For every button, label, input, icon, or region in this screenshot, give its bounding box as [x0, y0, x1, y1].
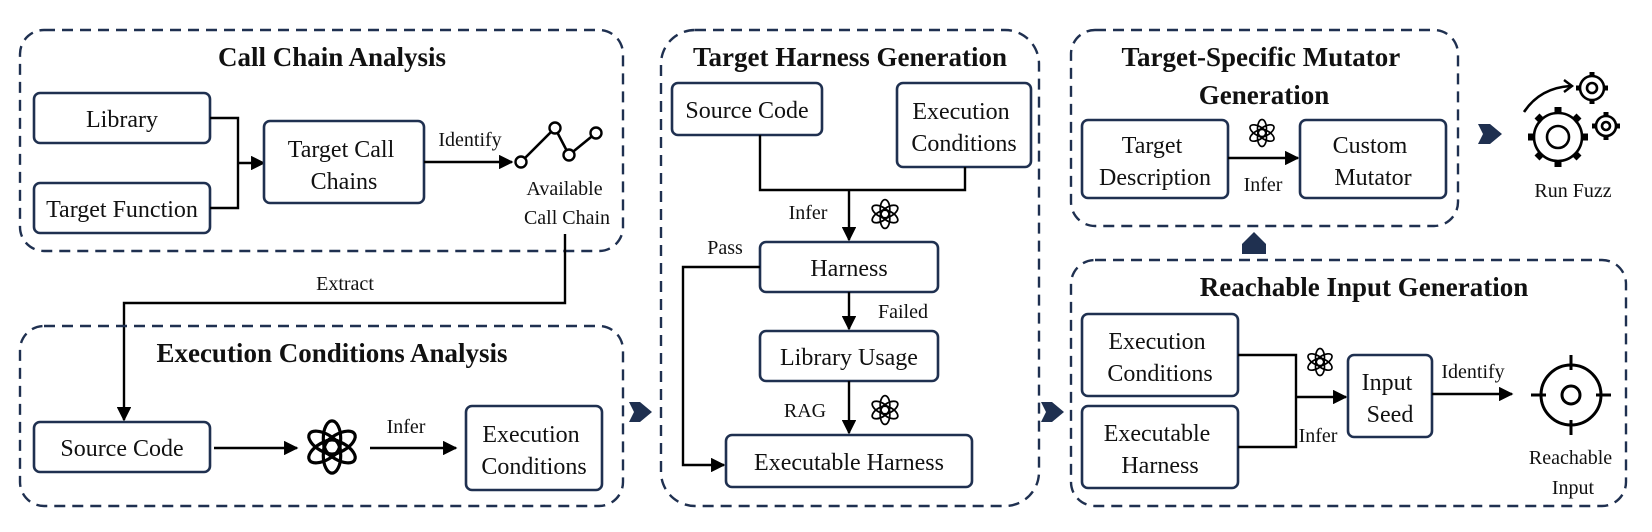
openai-logo-icon [1305, 347, 1335, 377]
source-code-box-left [32, 420, 212, 474]
identify-label-reachable: Identify [1441, 361, 1504, 383]
gears-icon [1522, 72, 1620, 167]
custom-mutator-label: Custom Mutator [1333, 133, 1414, 191]
executable-harness-label: Executable Harness [754, 450, 944, 476]
reachable-title: Reachable Input Generation [1200, 272, 1529, 302]
input-seed-box [1346, 353, 1434, 439]
openai-logo-icon [1247, 118, 1277, 148]
reachable-panel [1069, 258, 1628, 508]
infer-label-reachable: Infer [1299, 425, 1338, 447]
arrow-up-icon [1242, 232, 1266, 254]
rag-label: RAG [784, 400, 826, 422]
infer-label-mutator: Infer [1244, 174, 1283, 196]
executable-harness-box [724, 433, 974, 489]
mutator-panel [1069, 28, 1460, 228]
failed-label: Failed [878, 301, 928, 323]
reachable-merge-connector [1238, 353, 1298, 449]
execution-conditions-box-left [464, 404, 604, 492]
infer-label-left: Infer [387, 416, 426, 438]
executable-harness-label-right: Executable Harness [1104, 421, 1217, 479]
source-code-label-mid: Source Code [685, 98, 808, 124]
identify-label: Identify [438, 129, 501, 151]
source-code-label-left: Source Code [60, 436, 183, 462]
harness-label: Harness [810, 256, 887, 282]
mutator-title: Target-Specific Mutator Generation [1122, 42, 1407, 110]
harness-merge-connector [758, 135, 967, 192]
merge-connector [210, 116, 240, 210]
openai-logo-icon [303, 419, 361, 475]
call-chain-panel [18, 28, 625, 253]
pass-connector [681, 265, 760, 473]
openai-logo-icon [869, 394, 901, 426]
exec-conditions-title: Execution Conditions Analysis [156, 338, 507, 368]
pass-label: Pass [707, 237, 743, 259]
library-label: Library [86, 107, 158, 133]
target-function-label: Target Function [46, 197, 198, 223]
available-call-chain-label: Available Call Chain [524, 178, 610, 229]
target-icon [1531, 355, 1611, 435]
library-usage-label: Library Usage [780, 345, 918, 371]
openai-logo-icon [869, 198, 901, 230]
arrow-right-icon [1041, 402, 1064, 422]
reachable-input-label: Reachable Input [1529, 447, 1617, 499]
harness-title: Target Harness Generation [693, 42, 1007, 72]
target-description-label: Target Description [1099, 133, 1211, 191]
harness-panel [659, 28, 1041, 508]
source-code-box-mid [670, 81, 824, 137]
extract-connector [116, 234, 567, 422]
call-chain-title: Call Chain Analysis [218, 42, 446, 72]
infer-label-mid: Infer [789, 202, 828, 224]
extract-label: Extract [316, 273, 374, 295]
target-call-chains-label: Target Call Chains [288, 137, 401, 195]
execution-conditions-label-left: Execution Conditions [481, 422, 586, 480]
execution-conditions-label-right: Execution Conditions [1107, 329, 1212, 387]
arrow-right-icon [629, 402, 652, 422]
custom-mutator-box [1298, 118, 1448, 200]
execution-conditions-label-mid: Execution Conditions [911, 99, 1016, 157]
chain-chart-icon [514, 121, 603, 169]
input-seed-label: Input Seed [1362, 370, 1419, 428]
arrow-right-icon [1478, 124, 1502, 144]
exec-conditions-panel [18, 324, 625, 508]
run-fuzz-label: Run Fuzz [1534, 180, 1611, 202]
